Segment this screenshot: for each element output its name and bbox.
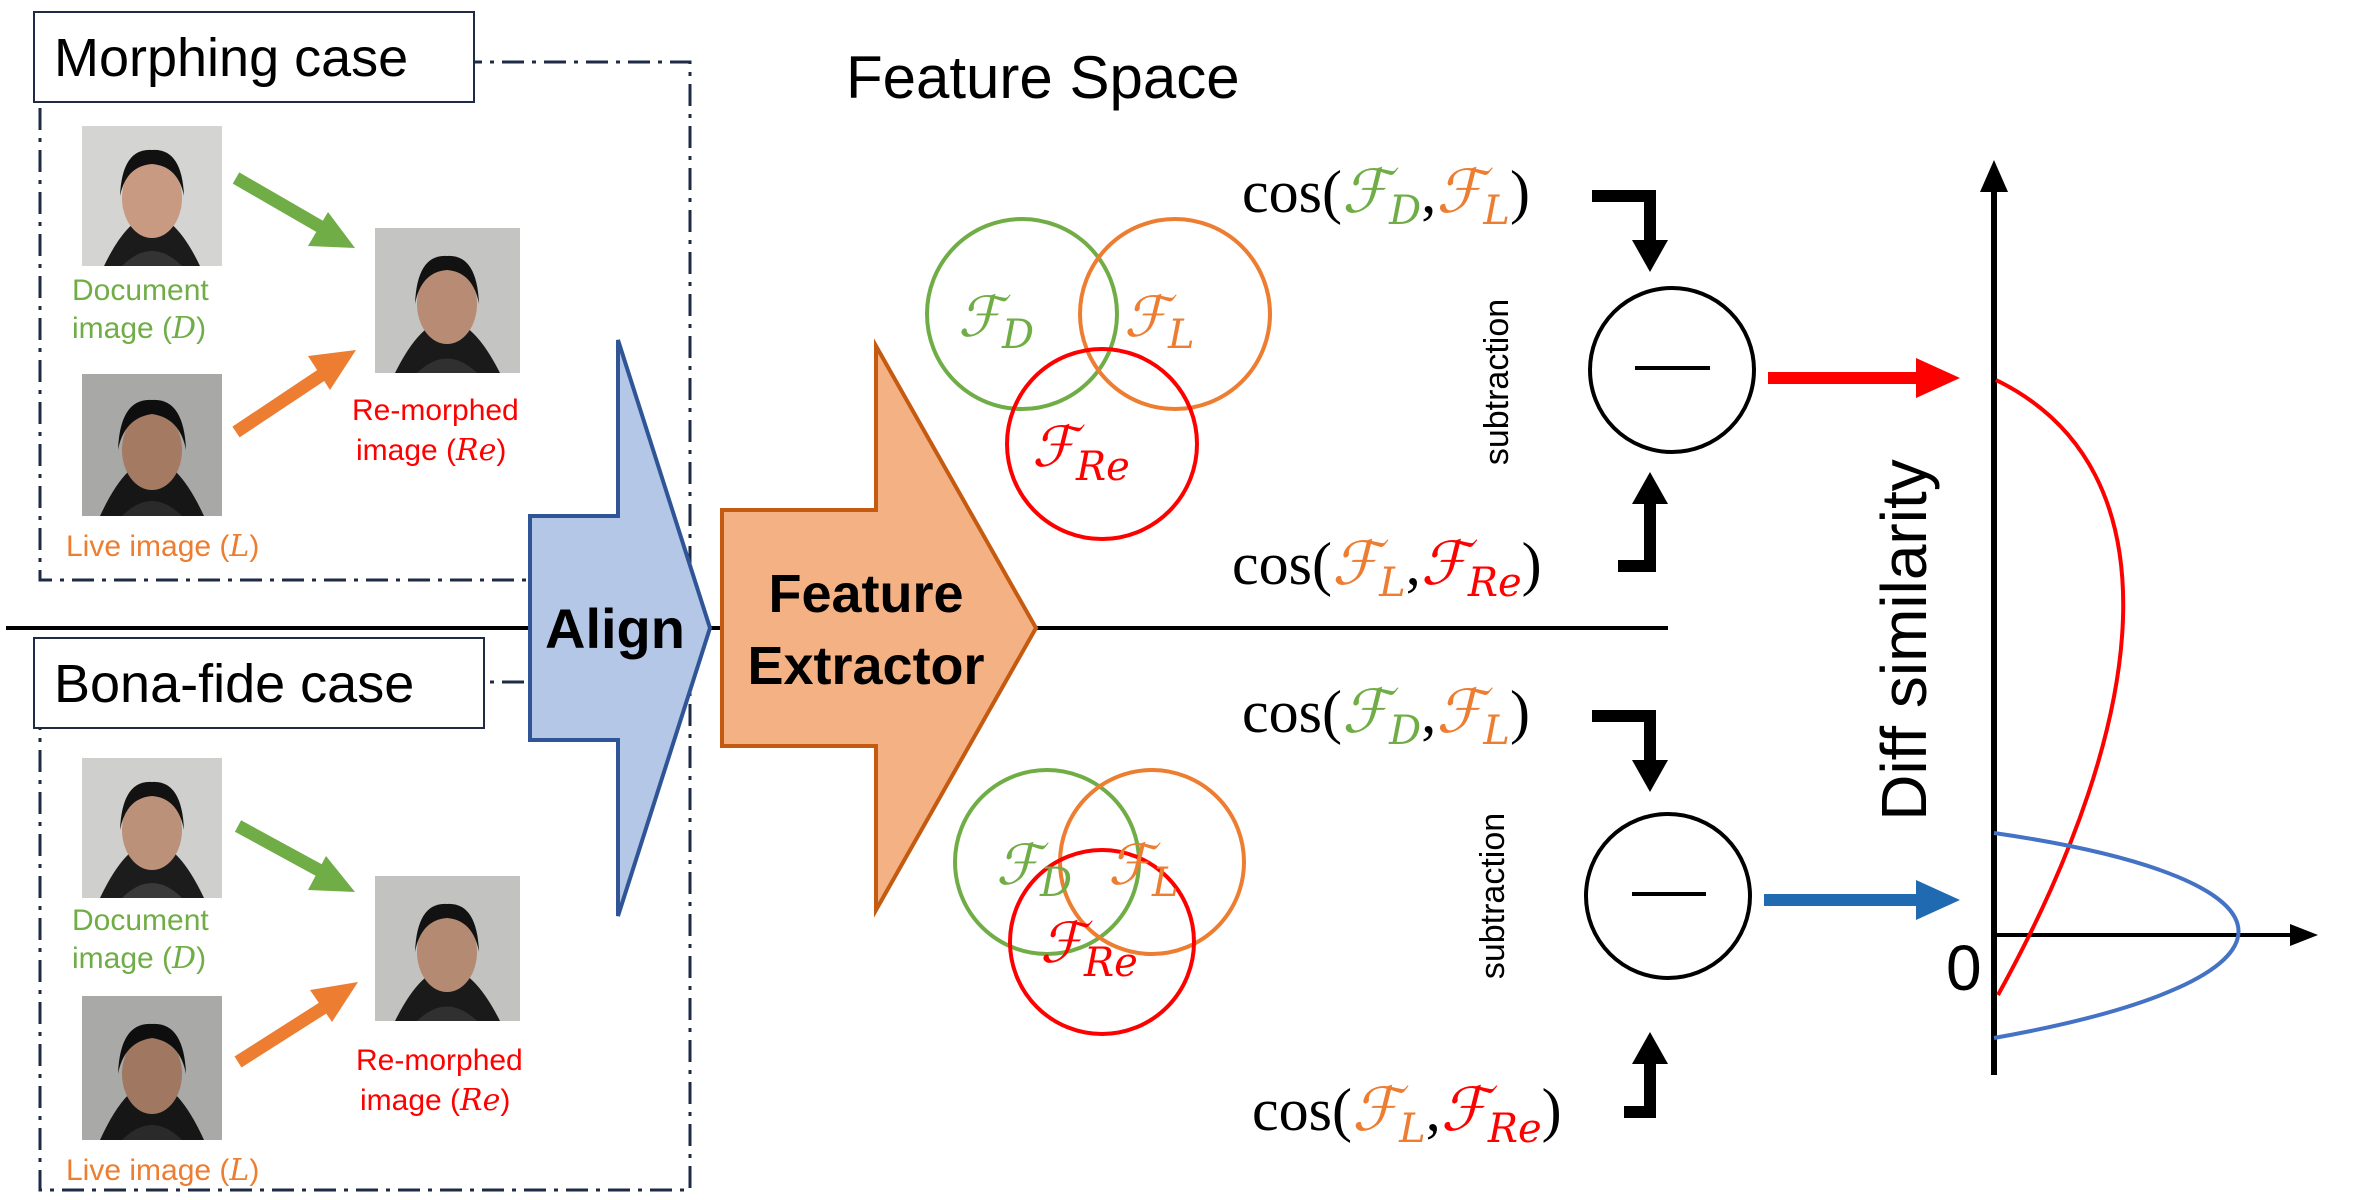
plot-y-label: Diff similarity	[1868, 459, 1940, 821]
subtraction-label: subtraction	[1474, 813, 1512, 979]
svg-text:cos(ℱD,ℱL): cos(ℱD,ℱL)	[1242, 157, 1530, 234]
morphing-output-arrow-icon	[1768, 358, 1960, 398]
morphing-distribution-curve	[1995, 378, 2126, 996]
bonafide-case-panel: Bona-fide case Document image (D) Live i…	[33, 637, 692, 1192]
align-label: Align	[545, 597, 685, 660]
bonafide-subtraction-node: subtraction	[1474, 812, 1752, 980]
morphing-document-photo	[82, 126, 222, 266]
venn-live-label: ℱL	[1108, 833, 1179, 906]
plot-x-arrow-icon	[2290, 924, 2318, 946]
venn-re-circle	[1005, 347, 1199, 541]
bonafide-remorphed-photo	[375, 876, 520, 1021]
feature-extractor-block: Feature Extractor	[720, 338, 1039, 918]
venn-re-label: ℱRe	[1032, 415, 1130, 490]
morphing-doc-label-1: Document	[72, 274, 209, 307]
elbow-arrow-top	[1592, 190, 1656, 245]
venn-doc-label: ℱD	[958, 285, 1034, 358]
bonafide-doc-label: image (D)	[72, 941, 206, 976]
morphing-re-label-1: Re-morphed	[352, 394, 519, 427]
venn-doc-circle	[925, 217, 1119, 411]
morphing-case-panel: Morphing case Document image (D) Live im…	[33, 11, 692, 582]
arrow-icon	[1632, 472, 1668, 504]
diff-similarity-plot: 0 Diff similarity	[1868, 160, 2318, 1075]
venn-live-circle	[1078, 217, 1272, 411]
feature-space-title: Feature Space	[846, 44, 1240, 111]
extractor-label-1: Feature	[768, 564, 963, 624]
bonafide-venn: ℱD ℱL ℱRe	[953, 768, 1246, 1036]
bonafide-re-label-1: Re-morphed	[356, 1044, 523, 1077]
elbow-arrow-bottom	[1624, 1060, 1656, 1118]
venn-re-circle	[1008, 848, 1196, 1036]
bonafide-elbow-arrows	[1592, 710, 1668, 1118]
venn-doc-circle	[953, 768, 1141, 956]
bonafide-live-label: Live image (L)	[66, 1153, 259, 1188]
morphing-subtraction-node: subtraction	[1478, 286, 1756, 465]
morphing-doc-arrow-icon	[232, 172, 355, 248]
bonafide-cos-doc-live: cos(ℱD,ℱL)	[1242, 677, 1530, 754]
plot-y-arrow-icon	[1980, 160, 2008, 192]
plot-zero-label: 0	[1946, 932, 1982, 1004]
arrow-icon	[1632, 760, 1668, 792]
bonafide-doc-arrow-icon	[234, 820, 355, 892]
morphing-remorphed-photo	[375, 228, 520, 373]
morphing-re-label: image (Re)	[356, 433, 506, 468]
morphing-live-label: Live image (L)	[66, 529, 259, 564]
extractor-arrow-shape	[720, 338, 1039, 918]
morphing-live-photo	[82, 374, 222, 516]
elbow-arrow-bottom	[1618, 500, 1656, 572]
morphing-title-box	[33, 11, 475, 103]
svg-text:cos(ℱL,ℱRe): cos(ℱL,ℱRe)	[1252, 1075, 1562, 1152]
arrow-icon	[1632, 240, 1668, 272]
venn-re-label: ℱRe	[1040, 911, 1138, 986]
bonafide-output-arrow-icon	[1764, 880, 1960, 920]
align-block: Align	[528, 339, 713, 917]
align-arrow-shape	[528, 339, 713, 917]
subtraction-label: subtraction	[1478, 299, 1516, 465]
bonafide-live-photo	[82, 996, 222, 1140]
elbow-arrow-top	[1592, 710, 1656, 764]
extractor-label-2: Extractor	[747, 636, 984, 696]
bonafide-title-box	[33, 637, 485, 729]
bonafide-title: Bona-fide case	[54, 654, 414, 714]
morphing-cos-live-re: cos(ℱL,ℱRe)	[1232, 529, 1542, 606]
bonafide-distribution-curve	[1993, 831, 2241, 1040]
bonafide-re-label: image (Re)	[360, 1083, 510, 1118]
bonafide-doc-label-1: Document	[72, 904, 209, 937]
venn-live-label: ℱL	[1124, 285, 1195, 358]
morphing-elbow-arrows	[1592, 190, 1668, 572]
svg-text:cos(ℱL,ℱRe): cos(ℱL,ℱRe)	[1232, 529, 1542, 606]
bonafide-document-photo	[82, 758, 222, 898]
morphing-title: Morphing case	[54, 28, 408, 88]
morphing-doc-label: image (D)	[72, 311, 206, 346]
svg-text:cos(ℱD,ℱL): cos(ℱD,ℱL)	[1242, 677, 1530, 754]
morphing-venn: ℱD ℱL ℱRe	[925, 217, 1272, 541]
bonafide-cos-live-re: cos(ℱL,ℱRe)	[1252, 1075, 1562, 1152]
morphing-live-arrow-icon	[232, 350, 356, 438]
arrow-icon	[1632, 1032, 1668, 1064]
morphing-cos-doc-live: cos(ℱD,ℱL)	[1242, 157, 1530, 234]
bonafide-live-arrow-icon	[234, 982, 358, 1068]
